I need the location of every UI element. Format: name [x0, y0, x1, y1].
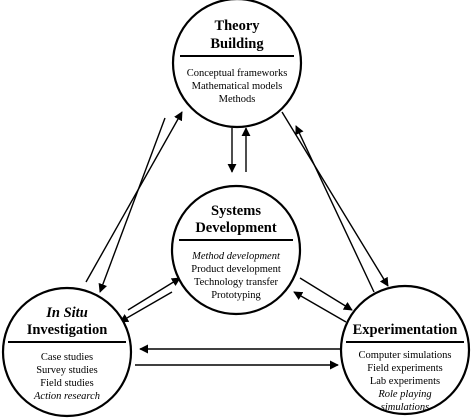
- experimentation-item: Computer simulations: [358, 350, 451, 361]
- experimentation-circle: [339, 284, 471, 416]
- systems-development-circle: [170, 184, 302, 316]
- systems-development-item: Product development: [191, 264, 281, 275]
- experimentation-item: Lab experiments: [370, 376, 440, 387]
- node-systems-development: Systems Development Method development P…: [170, 184, 302, 316]
- in-situ-investigation-title-line-1: In Situ: [45, 305, 88, 321]
- arrow-systems-to-insitu: [119, 291, 173, 323]
- theory-building-title-line-2: Building: [210, 36, 264, 52]
- arrow-experimentation-to-systems: [293, 291, 347, 323]
- systems-development-title-line-2: Development: [195, 220, 277, 236]
- systems-development-title-line-1: Systems: [211, 203, 261, 219]
- arrow-insitu-to-theory: [85, 111, 183, 283]
- systems-development-item: Technology transfer: [194, 277, 279, 288]
- theory-building-circle: [171, 0, 303, 129]
- node-in-situ-investigation: In Situ Investigation Case studies Surve…: [1, 286, 133, 418]
- theory-building-item: Methods: [219, 94, 256, 105]
- in-situ-investigation-item: Action research: [33, 391, 100, 402]
- in-situ-investigation-title-line-2: Investigation: [27, 322, 108, 338]
- arrow-theory-to-insitu: [98, 117, 166, 293]
- in-situ-investigation-item: Field studies: [40, 378, 93, 389]
- node-theory-building: Theory Building Conceptual frameworks Ma…: [171, 0, 303, 129]
- arrow-theory-to-experimentation: [281, 111, 389, 287]
- node-experimentation: Experimentation Computer simulations Fie…: [339, 284, 471, 416]
- systems-development-item: Prototyping: [211, 290, 261, 301]
- arrow-systems-to-experimentation: [299, 277, 353, 311]
- experimentation-item: Role playing: [377, 389, 431, 400]
- theory-building-item: Conceptual frameworks: [187, 68, 288, 79]
- arrow-experimentation-to-theory: [295, 125, 375, 293]
- in-situ-investigation-circle: [1, 286, 133, 418]
- arrow-insitu-to-systems: [127, 277, 181, 311]
- experimentation-title: Experimentation: [353, 322, 458, 338]
- experimentation-item: simulations: [381, 402, 429, 413]
- theory-building-title-line-1: Theory: [214, 18, 260, 34]
- experimentation-item: Field experiments: [367, 363, 443, 374]
- theory-building-item: Mathematical models: [192, 81, 283, 92]
- connectors: [85, 111, 389, 370]
- in-situ-investigation-item: Survey studies: [36, 365, 98, 376]
- systems-development-item: Method development: [191, 251, 281, 262]
- in-situ-investigation-item: Case studies: [41, 352, 93, 363]
